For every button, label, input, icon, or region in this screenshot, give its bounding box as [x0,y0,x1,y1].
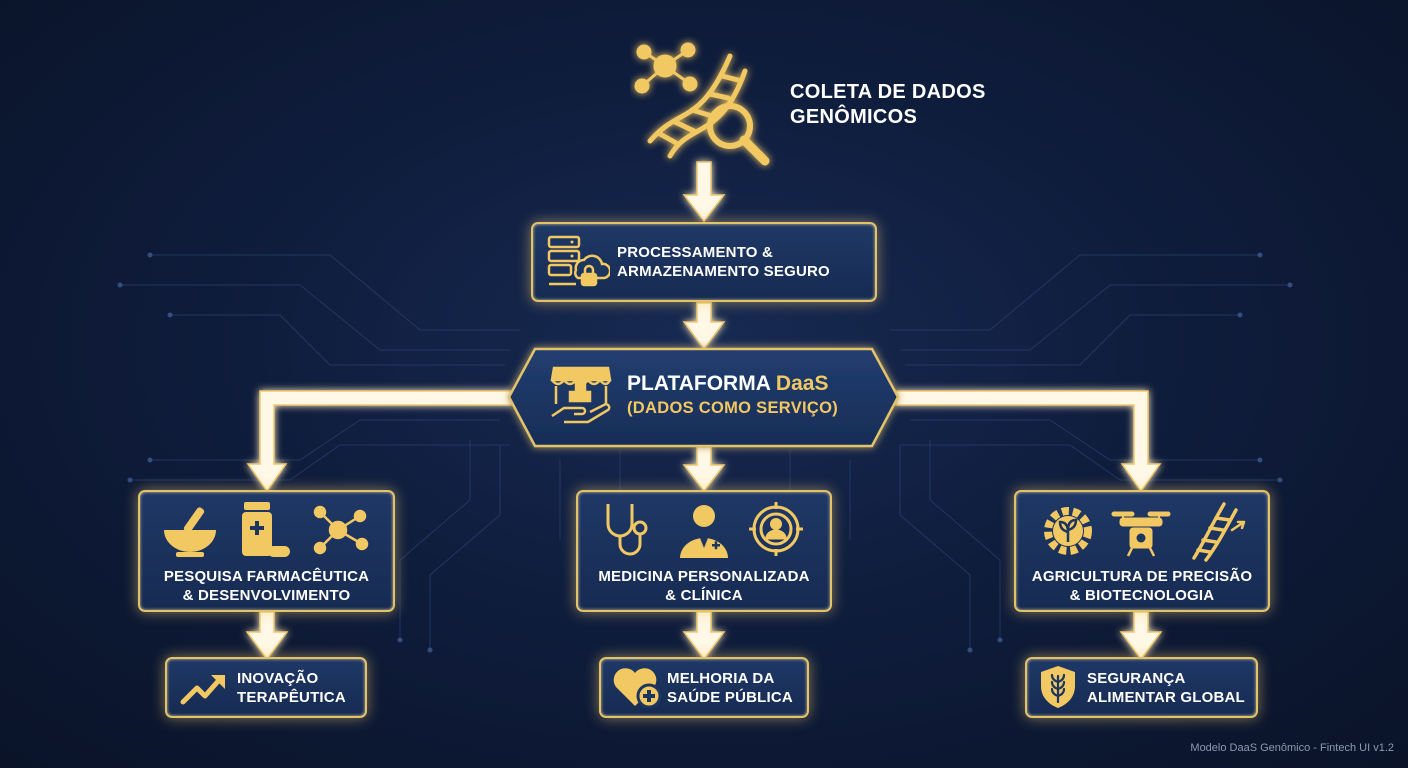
hub-subtitle: (DADOS COMO SERVIÇO) [627,399,839,417]
server-cloud-lock-icon [547,235,610,287]
gear-leaf-icon [1044,507,1092,555]
pharma-label: PESQUISA FARMACÊUTICA & DESENVOLVIMENTO [140,567,393,605]
processing-label-line1: PROCESSAMENTO & [617,244,774,261]
footer-caption: Modelo DaaS Genômico - Fintech UI v1.2 [1190,742,1394,754]
drone-icon [1111,511,1171,557]
dna-arrow-icon [1192,502,1246,562]
dna-search-icon [634,42,770,166]
health-label-line2: SAÚDE PÚBLICA [667,689,793,706]
arrow-collect-to-processing [682,161,726,223]
health-label: MELHORIA DA SAÚDE PÚBLICA [667,669,793,707]
collect-title-line2: GENÔMICOS [790,106,918,128]
pharma-icons [164,502,369,557]
collect-title: COLETA DE DADOS GENÔMICOS [790,80,986,130]
trend-up-icon [180,675,225,705]
innovation-label-line2: TERAPÊUTICA [237,689,346,706]
collect-title-line1: COLETA DE DADOS [790,81,986,103]
hub-title: PLATAFORMA DaaS [627,372,828,396]
agriculture-icons [1044,502,1246,562]
patient-target-icon [749,502,803,556]
food-security-box [1025,657,1258,718]
agriculture-label: AGRICULTURA DE PRECISÃO & BIOTECNOLOGIA [1016,567,1268,605]
arrow-processing-to-hub [682,302,726,351]
medicine-label: MEDICINA PERSONALIZADA & CLÍNICA [578,567,830,605]
food-security-label-line2: ALIMENTAR GLOBAL [1087,689,1245,706]
pharma-label-line1: PESQUISA FARMACÊUTICA [163,568,370,585]
medicine-label-line2: & CLÍNICA [665,587,743,604]
innovation-label-line1: INOVAÇÃO [237,670,319,687]
health-label-line1: MELHORIA DA [667,670,775,687]
agriculture-label-line2: & BIOTECNOLOGIA [1069,587,1215,604]
marketplace-hand-icon [550,366,612,424]
arrow-hub-to-pharma [246,390,513,493]
arrow-medicine-to-health [682,611,726,661]
processing-label-line2: ARMAZENAMENTO SEGURO [617,263,830,280]
arrow-hub-to-medicine [682,446,726,493]
pharma-label-line2: & DESENVOLVIMENTO [182,587,351,604]
heart-plus-icon [613,668,662,709]
arrow-agri-to-food [1119,611,1163,661]
food-security-label: SEGURANÇA ALIMENTAR GLOBAL [1087,669,1245,707]
arrow-hub-to-agriculture [895,390,1162,493]
arrow-pharma-to-innovation [245,611,289,661]
processing-box [531,222,877,302]
innovation-label: INOVAÇÃO TERAPÊUTICA [237,669,346,707]
molecule-icon [313,505,369,555]
processing-label: PROCESSAMENTO & ARMAZENAMENTO SEGURO [617,243,830,281]
medicine-bottle-icon [242,502,290,557]
hub-title-accent: DaaS [775,372,829,395]
hub-title-main: PLATAFORMA [627,372,776,395]
medicine-icons [606,502,803,558]
stethoscope-icon [606,504,648,556]
doctor-icon [680,505,728,558]
mortar-pestle-icon [164,507,216,557]
shield-wheat-icon [1041,666,1075,708]
medicine-label-line1: MEDICINA PERSONALIZADA [598,568,810,585]
agriculture-label-line1: AGRICULTURA DE PRECISÃO [1031,568,1253,585]
food-security-label-line1: SEGURANÇA [1087,670,1186,687]
